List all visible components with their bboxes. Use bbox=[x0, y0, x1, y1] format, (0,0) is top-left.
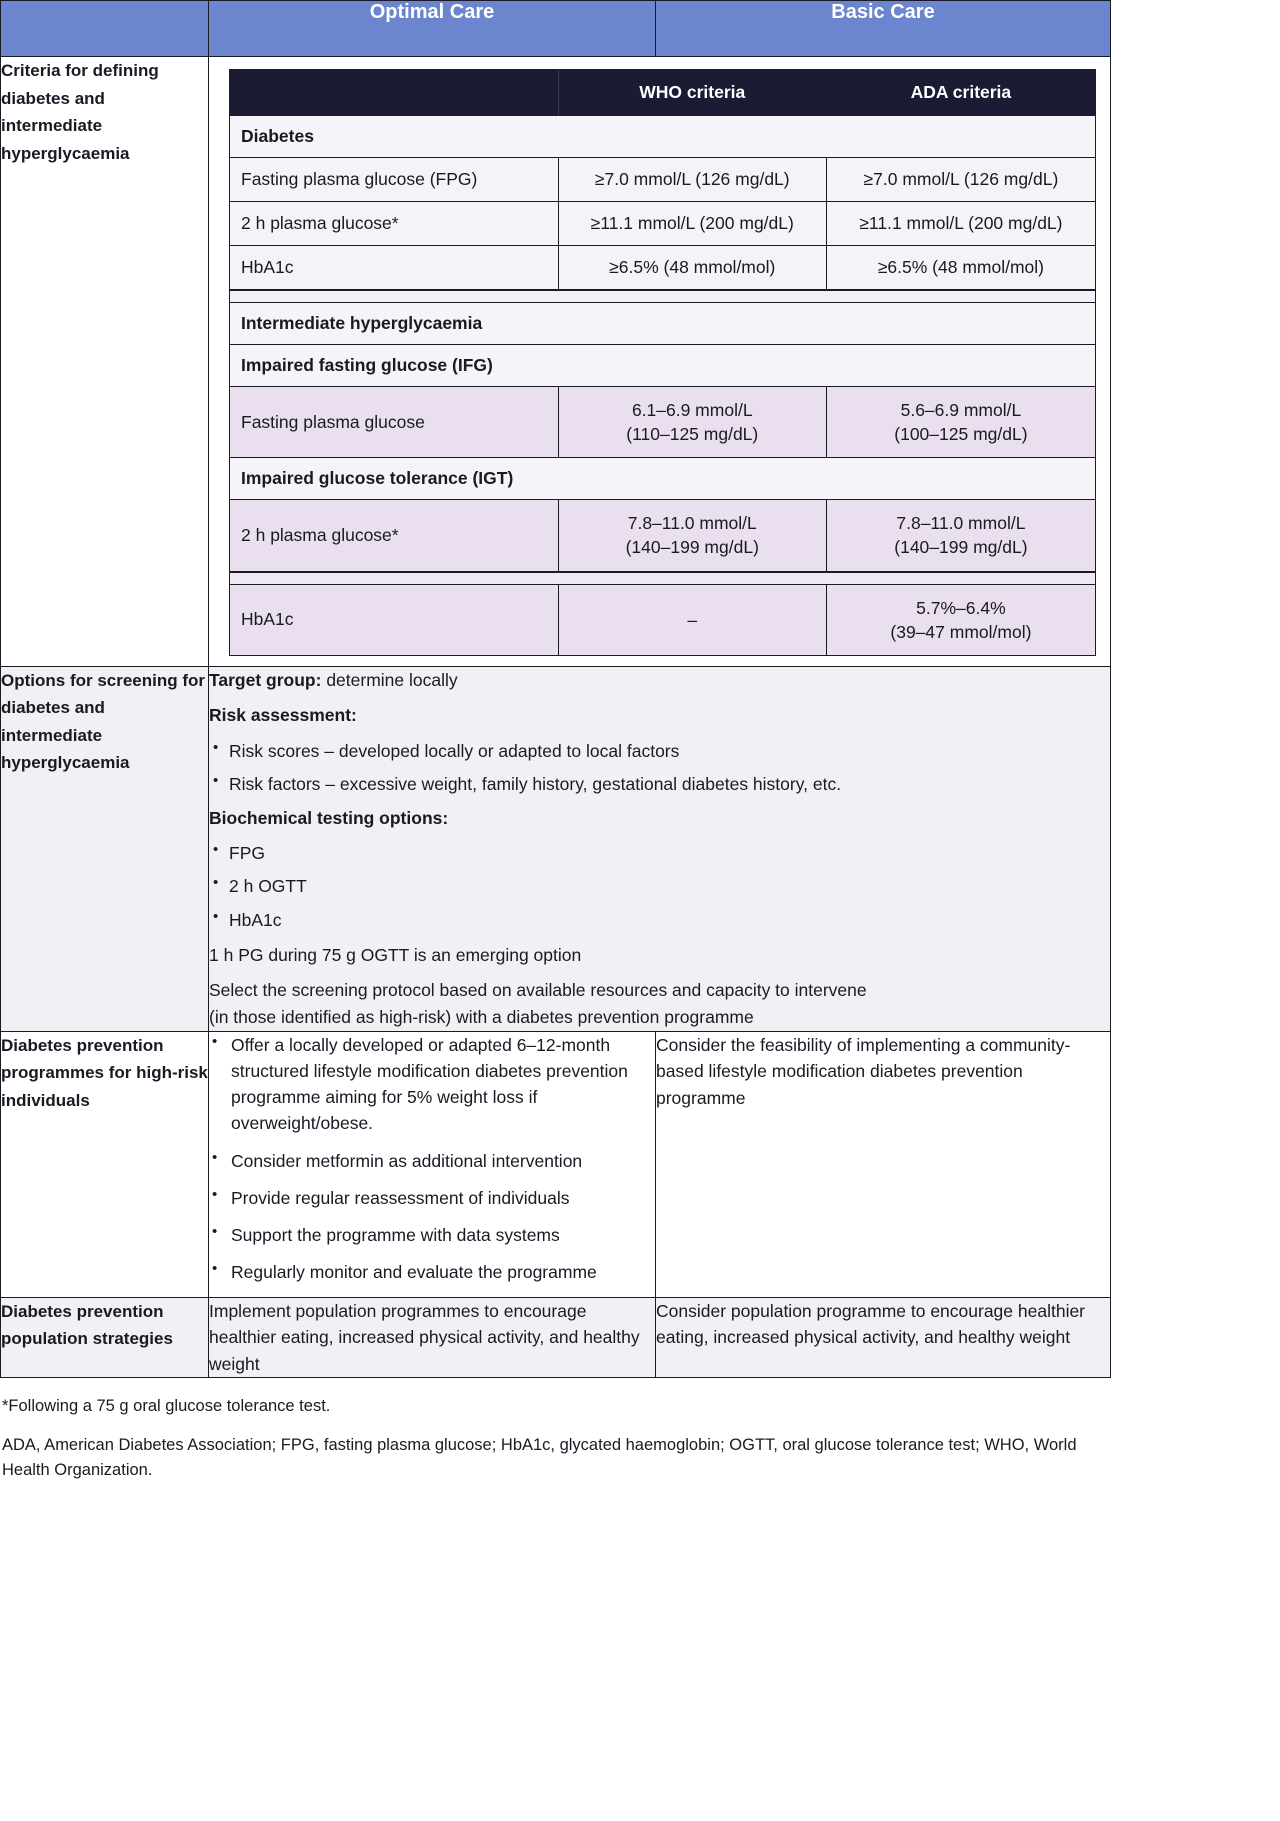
criteria-name-hba1c: HbA1c bbox=[230, 246, 559, 290]
header-row: Optimal Care Basic Care bbox=[0, 0, 1111, 57]
table-row-population-strategies: Diabetes prevention population strategie… bbox=[0, 1296, 1111, 1379]
inner-header-ada: ADA criteria bbox=[826, 70, 1095, 116]
spacer-cell-1 bbox=[230, 290, 1095, 303]
prevention-optimal-bullets: Offer a locally developed or adapted 6–1… bbox=[209, 1031, 655, 1286]
inner-table-wrapper: WHO criteria ADA criteria Diabetes Fasti… bbox=[209, 57, 1110, 666]
header-basic-care: Basic Care bbox=[655, 0, 1111, 57]
list-item: 2 h OGTT bbox=[209, 872, 1110, 899]
row-label-prevention-programmes: Diabetes prevention programmes for high-… bbox=[0, 1030, 209, 1298]
criteria-ada-igt-2hpg-line1: 7.8–11.0 mmol/L bbox=[896, 513, 1026, 534]
criteria-who-igt-2hpg-line1: 7.8–11.0 mmol/L bbox=[627, 513, 757, 534]
criteria-who-inter-hba1c: – bbox=[558, 584, 827, 655]
select-protocol-line2: (in those identified as high-risk) with … bbox=[209, 1007, 754, 1028]
criteria-ada-igt-2hpg-line2: (140–199 mg/dL) bbox=[894, 537, 1028, 558]
select-protocol-line1: Select the screening protocol based on a… bbox=[209, 980, 867, 1001]
criteria-name-inter-hba1c: HbA1c bbox=[230, 584, 559, 655]
row-label-screening: Options for screening for diabetes and i… bbox=[0, 665, 209, 1032]
criteria-row-hba1c: HbA1c ≥6.5% (48 mmol/mol) ≥6.5% (48 mmol… bbox=[230, 246, 1095, 290]
list-item: Risk scores – developed locally or adapt… bbox=[209, 737, 1110, 764]
risk-assessment-label: Risk assessment: bbox=[209, 705, 357, 726]
criteria-row-igt-2hpg: 2 h plasma glucose* 7.8–11.0 mmol/L (140… bbox=[230, 500, 1095, 572]
criteria-who-igt-2hpg-line2: (140–199 mg/dL) bbox=[625, 537, 759, 558]
criteria-who-fpg: ≥7.0 mmol/L (126 mg/dL) bbox=[558, 158, 827, 202]
row-label-population-strategies: Diabetes prevention population strategie… bbox=[0, 1296, 209, 1379]
criteria-inner-table: WHO criteria ADA criteria Diabetes Fasti… bbox=[229, 69, 1096, 656]
row-label-criteria: Criteria for defining diabetes and inter… bbox=[0, 56, 209, 667]
criteria-row-ifg-fpg: Fasting plasma glucose 6.1–6.9 mmol/L (1… bbox=[230, 387, 1095, 459]
inner-header-who: WHO criteria bbox=[558, 70, 827, 116]
criteria-name-igt-2hpg: 2 h plasma glucose* bbox=[230, 500, 559, 572]
list-item: Support the programme with data systems bbox=[209, 1221, 655, 1248]
list-item: FPG bbox=[209, 839, 1110, 866]
criteria-ada-inter-hba1c: 5.7%–6.4% (39–47 mmol/mol) bbox=[826, 584, 1095, 655]
list-item: Provide regular reassessment of individu… bbox=[209, 1184, 655, 1211]
criteria-ada-ifg-fpg: 5.6–6.9 mmol/L (100–125 mg/dL) bbox=[826, 387, 1095, 459]
criteria-row-fpg: Fasting plasma glucose (FPG) ≥7.0 mmol/L… bbox=[230, 158, 1095, 202]
criteria-who-inter-hba1c-line1: – bbox=[687, 609, 698, 630]
footnote-abbreviations: ADA, American Diabetes Association; FPG,… bbox=[2, 1436, 1077, 1479]
criteria-who-ifg-fpg-line2: (110–125 mg/dL) bbox=[626, 424, 759, 445]
table-row-criteria: Criteria for defining diabetes and inter… bbox=[0, 56, 1111, 667]
biochemical-label: Biochemical testing options: bbox=[209, 807, 449, 828]
section-header-intermediate: Intermediate hyperglycaemia bbox=[230, 303, 1095, 345]
risk-assessment-bullets: Risk scores – developed locally or adapt… bbox=[209, 737, 1110, 798]
list-item: Consider metformin as additional interve… bbox=[209, 1147, 655, 1174]
criteria-cell: WHO criteria ADA criteria Diabetes Fasti… bbox=[208, 56, 1111, 667]
target-group-label: Target group: bbox=[209, 669, 322, 690]
target-group-value: determine locally bbox=[321, 669, 458, 690]
list-item: Regularly monitor and evaluate the progr… bbox=[209, 1258, 655, 1285]
criteria-name-ifg-fpg: Fasting plasma glucose bbox=[230, 387, 559, 459]
section-title-intermediate: Intermediate hyperglycaemia bbox=[230, 303, 1095, 345]
subsection-header-ifg: Impaired fasting glucose (IFG) bbox=[230, 345, 1095, 387]
criteria-row-2hpg: 2 h plasma glucose* ≥11.1 mmol/L (200 mg… bbox=[230, 202, 1095, 246]
care-criteria-table: Optimal Care Basic Care Criteria for def… bbox=[0, 0, 1111, 1378]
subsection-title-igt: Impaired glucose tolerance (IGT) bbox=[230, 458, 1095, 501]
spacer-row-2 bbox=[230, 571, 1095, 585]
criteria-ada-ifg-fpg-line2: (100–125 mg/dL) bbox=[894, 424, 1028, 445]
footnote-asterisk: *Following a 75 g oral glucose tolerance… bbox=[2, 1397, 331, 1416]
header-optimal-care: Optimal Care bbox=[208, 0, 656, 57]
target-group-line: Target group: determine locally bbox=[209, 667, 1110, 694]
header-blank-cell bbox=[0, 0, 209, 57]
criteria-who-ifg-fpg: 6.1–6.9 mmol/L (110–125 mg/dL) bbox=[558, 387, 827, 459]
table-row-prevention-programmes: Diabetes prevention programmes for high-… bbox=[0, 1030, 1111, 1298]
criteria-name-2hpg: 2 h plasma glucose* bbox=[230, 202, 559, 246]
criteria-ada-inter-hba1c-line1: 5.7%–6.4% bbox=[916, 597, 1006, 618]
prevention-basic-cell: Consider the feasibility of implementing… bbox=[655, 1030, 1111, 1298]
criteria-who-ifg-fpg-line1: 6.1–6.9 mmol/L bbox=[631, 400, 753, 420]
criteria-row-inter-hba1c: HbA1c – 5.7%–6.4% bbox=[230, 584, 1095, 655]
select-protocol-text: Select the screening protocol based on a… bbox=[209, 977, 1110, 1030]
spacer-cell-2 bbox=[230, 571, 1095, 585]
criteria-ada-2hpg: ≥11.1 mmol/L (200 mg/dL) bbox=[826, 202, 1095, 246]
criteria-ada-inter-hba1c-line2: (39–47 mmol/mol) bbox=[890, 621, 1032, 642]
criteria-ada-igt-2hpg: 7.8–11.0 mmol/L (140–199 mg/dL) bbox=[826, 500, 1095, 572]
criteria-who-igt-2hpg: 7.8–11.0 mmol/L (140–199 mg/dL) bbox=[558, 500, 827, 572]
criteria-ada-ifg-fpg-line1: 5.6–6.9 mmol/L bbox=[900, 400, 1022, 420]
table-header: Optimal Care Basic Care bbox=[0, 0, 1111, 57]
spacer-row-1 bbox=[230, 290, 1095, 303]
section-header-diabetes: Diabetes bbox=[230, 116, 1095, 158]
prevention-optimal-cell: Offer a locally developed or adapted 6–1… bbox=[208, 1030, 656, 1298]
footnotes: *Following a 75 g oral glucose tolerance… bbox=[0, 1378, 1110, 1492]
inner-header-row: WHO criteria ADA criteria bbox=[230, 70, 1095, 116]
population-basic-cell: Consider population programme to encoura… bbox=[655, 1296, 1111, 1379]
list-item: Offer a locally developed or adapted 6–1… bbox=[209, 1031, 655, 1137]
emerging-option-text: 1 h PG during 75 g OGTT is an emerging o… bbox=[209, 944, 582, 965]
biochemical-bullets: FPG 2 h OGTT HbA1c bbox=[209, 839, 1110, 933]
list-item: HbA1c bbox=[209, 906, 1110, 933]
subsection-header-igt: Impaired glucose tolerance (IGT) bbox=[230, 458, 1095, 501]
list-item: Risk factors – excessive weight, family … bbox=[209, 770, 1110, 797]
population-optimal-cell: Implement population programmes to encou… bbox=[208, 1296, 656, 1379]
subsection-title-ifg: Impaired fasting glucose (IFG) bbox=[230, 345, 1095, 387]
criteria-ada-fpg: ≥7.0 mmol/L (126 mg/dL) bbox=[826, 158, 1095, 202]
inner-header-blank bbox=[230, 70, 559, 116]
screening-cell: Target group: determine locally Risk ass… bbox=[208, 665, 1111, 1032]
guidelines-table-figure: Optimal Care Basic Care Criteria for def… bbox=[0, 0, 1110, 1493]
criteria-who-2hpg: ≥11.1 mmol/L (200 mg/dL) bbox=[558, 202, 827, 246]
criteria-name-fpg: Fasting plasma glucose (FPG) bbox=[230, 158, 559, 202]
criteria-who-hba1c: ≥6.5% (48 mmol/mol) bbox=[558, 246, 827, 290]
criteria-ada-hba1c: ≥6.5% (48 mmol/mol) bbox=[826, 246, 1095, 290]
section-title-diabetes: Diabetes bbox=[230, 116, 1095, 158]
table-row-screening: Options for screening for diabetes and i… bbox=[0, 665, 1111, 1032]
